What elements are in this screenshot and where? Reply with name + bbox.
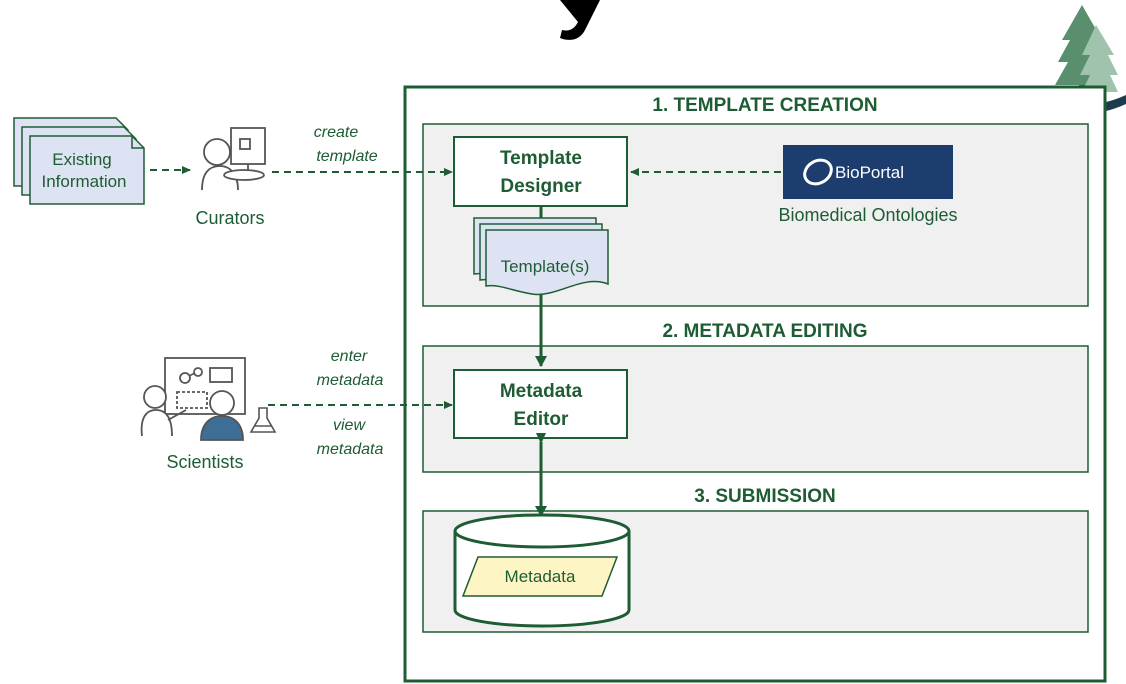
section-title-metadata-editing: 2. METADATA EDITING bbox=[662, 321, 867, 342]
bioportal-logo-icon: BioPortal bbox=[783, 145, 953, 199]
metadata-editor-box bbox=[453, 369, 628, 439]
metadata-label: Metadata bbox=[505, 567, 576, 586]
templates-document: Template(s) bbox=[473, 217, 609, 296]
flask-icon bbox=[249, 407, 277, 433]
edge-label-enter: enter bbox=[331, 348, 368, 365]
template-designer-box bbox=[453, 136, 628, 207]
template-designer-label-1: Template bbox=[500, 148, 582, 169]
edge-label-view: view bbox=[333, 417, 366, 434]
edge-label-metadata-2: metadata bbox=[317, 441, 384, 458]
templates-label: Template(s) bbox=[501, 257, 590, 276]
existing-information-label-2: Information bbox=[41, 172, 126, 191]
existing-information-document: Existing Information bbox=[13, 117, 145, 205]
edge-label-metadata-1: metadata bbox=[317, 372, 384, 389]
curator-icon bbox=[201, 127, 266, 191]
metadata-shape bbox=[461, 556, 619, 597]
metadata-editor-label-2: Editor bbox=[514, 409, 569, 430]
section-title-submission: 3. SUBMISSION bbox=[694, 486, 835, 507]
title-fragment bbox=[560, 0, 600, 40]
bioportal-logo-text: BioPortal bbox=[835, 163, 904, 182]
edge-label-create: create bbox=[314, 124, 359, 141]
edge-label-template: template bbox=[316, 148, 377, 165]
section-title-template-creation: 1. TEMPLATE CREATION bbox=[652, 95, 877, 116]
metadata-editor-label-1: Metadata bbox=[500, 381, 583, 402]
bioportal-caption: Biomedical Ontologies bbox=[778, 205, 957, 225]
template-designer-label-2: Designer bbox=[500, 176, 582, 197]
curators-label: Curators bbox=[195, 208, 264, 228]
scientists-icon bbox=[140, 357, 246, 441]
scientists-label: Scientists bbox=[166, 452, 243, 472]
existing-information-label-1: Existing bbox=[52, 150, 112, 169]
